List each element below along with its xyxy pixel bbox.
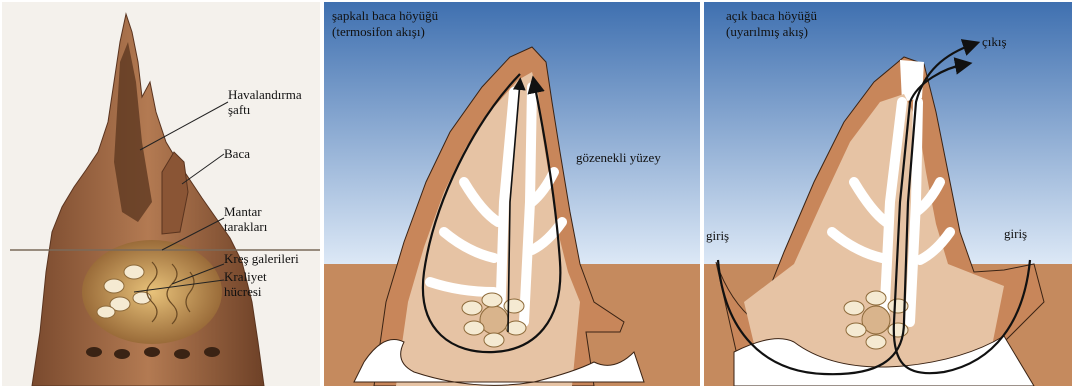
open-mound-panel: açık baca höyüğü (uyarılmış akış) çıkış … — [704, 2, 1072, 386]
open-title-2: (uyarılmış akış) — [726, 24, 808, 39]
capped-mound-svg: şapkalı baca höyüğü (termosifon akışı) g… — [324, 2, 700, 386]
label-mantar-1: Mantar — [224, 204, 262, 219]
label-inlet-left: giriş — [706, 228, 729, 243]
capped-title-2: (termosifon akışı) — [332, 24, 425, 39]
label-kraliyet-2: hücresi — [224, 284, 262, 299]
mound-photo-svg: Havalandırma şaftı Baca Mantar tarakları… — [2, 2, 320, 386]
label-baca: Baca — [224, 146, 250, 161]
label-havalandirma-1: Havalandırma — [228, 87, 302, 102]
label-havalandirma-2: şaftı — [228, 102, 251, 117]
label-porous-surface: gözenekli yüzey — [576, 150, 661, 165]
nursery-core — [82, 240, 222, 344]
label-kres: Kreş galerileri — [224, 251, 299, 266]
label-inlet-right: giriş — [1004, 226, 1027, 241]
label-kraliyet-1: Kraliyet — [224, 269, 267, 284]
mound-photo-panel: Havalandırma şaftı Baca Mantar tarakları… — [2, 2, 320, 386]
capped-title-1: şapkalı baca höyüğü — [332, 8, 439, 23]
label-mantar-2: tarakları — [224, 219, 268, 234]
label-exit: çıkış — [982, 34, 1007, 49]
open-title-1: açık baca höyüğü — [726, 8, 817, 23]
open-mound-svg: açık baca höyüğü (uyarılmış akış) çıkış … — [704, 2, 1072, 386]
capped-mound-panel: şapkalı baca höyüğü (termosifon akışı) g… — [324, 2, 700, 386]
